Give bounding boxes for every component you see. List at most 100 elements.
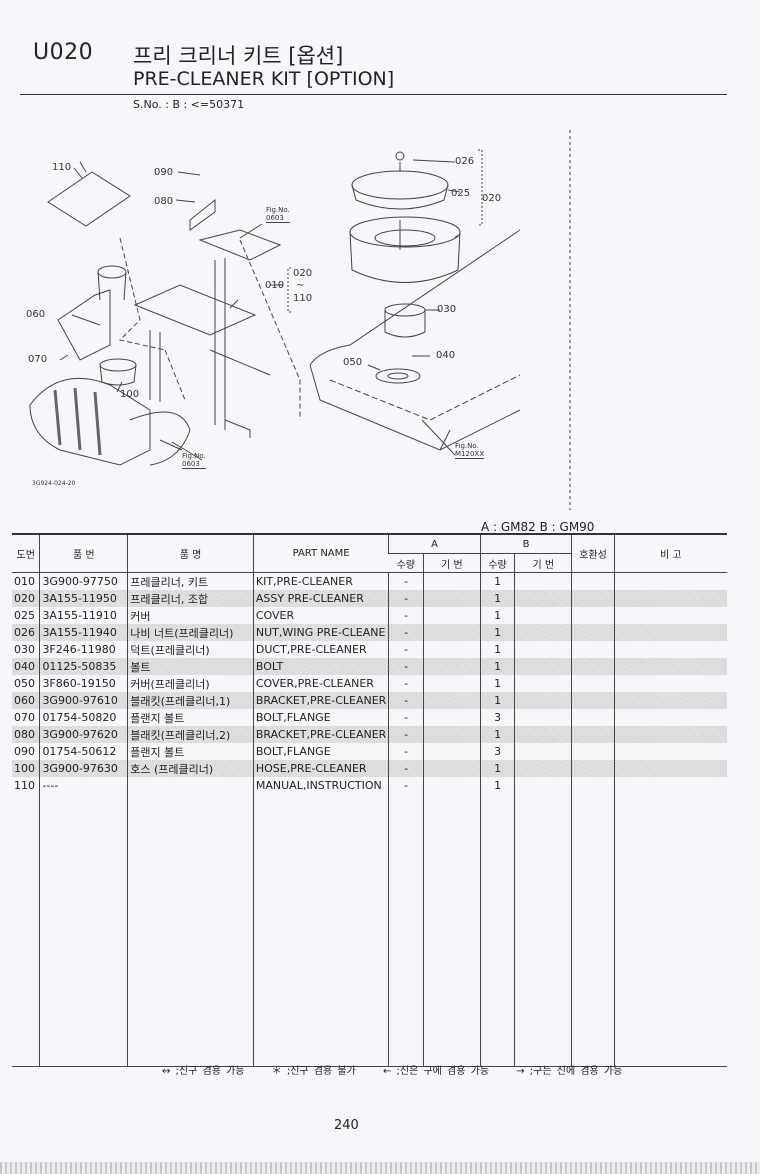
part-no-cell: ---- [39,777,128,794]
qty-a-cell: - [388,607,424,624]
serial-a-cell [422,572,481,590]
header-qty-b: 수량 [479,553,515,573]
header-compat: 호환성 [571,533,615,573]
ref-cell: 050 [14,677,35,690]
compat-cell [571,624,615,641]
part-no-cell: 01125-50835 [39,658,128,675]
empty-cell [479,794,515,1067]
empty-cell [613,794,727,1067]
serial-a-cell [422,590,481,607]
empty-cell [422,794,481,1067]
serial-a-cell [422,641,481,658]
compat-cell [571,572,615,590]
ref-cell: 090 [14,745,35,758]
serial-b-cell [514,692,572,709]
name-ko-cell: 프레클리너, 조합 [127,590,254,607]
serial-a-cell [422,658,481,675]
note-new-fits-old: ← ;신은 구에 겸용 가능 [382,1066,490,1077]
exploded-parts-diagram: 110 090 080 Fig.No.0603 010 020 ~ 110 06… [0,120,760,520]
note-not-interchangeable: ＊ ;신구 겸용 불가 [271,1066,356,1077]
ref-cell: 080 [12,726,40,743]
qty-a-cell: - [388,709,424,726]
compat-cell [571,590,615,607]
ref-cell: 040 [12,658,40,675]
ref-cell: 070 [14,711,35,724]
compat-cell [571,760,615,777]
empty-cell [514,794,572,1067]
serial-a-cell [422,726,481,743]
remarks-cell [613,624,727,641]
callout-050: 050 [343,357,363,368]
serial-b-cell [514,658,572,675]
fig-label: Fig.No. [455,442,479,450]
header-ref: 도번 [12,533,40,573]
name-ko-cell: 블래킷(프레클리너,1) [127,692,254,709]
part-name-cell: BOLT,FLANGE [252,709,389,726]
name-ko-cell: 커버(프레클리너) [127,675,254,692]
name-ko-cell: 볼트 [127,658,254,675]
qty-b-cell: 1 [479,692,515,709]
part-name-cell: BRACKET,PRE-CLEANER [252,726,389,743]
empty-cell [388,794,424,1067]
part-no-cell: 3A155-11910 [39,607,128,624]
compat-cell [571,692,615,709]
part-no-cell: 01754-50820 [39,709,128,726]
serial-b-cell [514,777,572,794]
callout-080: 080 [154,196,174,207]
qty-b-cell: 1 [479,777,515,794]
serial-b-cell [514,590,572,607]
part-no-cell: 3G900-97630 [39,760,128,777]
compat-cell [571,709,615,726]
range-tilde: ~ [296,280,305,291]
name-ko-cell: 커버 [127,607,254,624]
qty-a-cell: - [388,641,424,658]
ref-cell: 060 [12,692,40,709]
empty-cell [127,794,254,1067]
scan-edge [0,1162,760,1174]
remarks-cell [613,709,727,726]
qty-b-cell: 1 [479,726,515,743]
ref-cell: 030 [14,643,35,656]
part-name-cell: KIT,PRE-CLEANER [252,572,389,590]
serial-b-cell [514,760,572,777]
callout-060: 060 [26,309,46,320]
part-name-cell: COVER [252,607,389,624]
serial-b-cell [514,641,572,658]
range-bottom: 110 [293,293,313,304]
note-interchangeable: ↔ ;신구 겸용 가능 [162,1066,245,1077]
name-ko-cell: 덕트(프레클리너) [127,641,254,658]
qty-a-cell: - [388,777,424,794]
part-name-cell: COVER,PRE-CLEANER [252,675,389,692]
qty-a-cell: - [388,590,424,607]
remarks-cell [613,777,727,794]
callout-040: 040 [436,350,456,361]
compatibility-legend: ↔ ;신구 겸용 가능 ＊ ;신구 겸용 불가 ← ;신은 구에 겸용 가능 →… [162,1062,644,1077]
qty-b-cell: 1 [479,572,515,590]
fig-number: M120XX [455,450,484,458]
name-ko-cell: 플랜지 볼트 [127,743,254,760]
header-group-a: A [388,533,481,554]
serial-b-cell [514,726,572,743]
fig-label: Fig.No. [266,206,290,214]
ref-cell: 026 [12,624,40,641]
ref-cell: 010 [14,575,35,588]
header-qty-a: 수량 [388,553,424,573]
serial-a-cell [422,675,481,692]
callout-020: 020 [482,193,502,204]
fig-ref-0603-bottom: Fig.No.0603 [182,452,206,469]
serial-b-cell [514,675,572,692]
part-name-cell: DUCT,PRE-CLEANER [252,641,389,658]
serial-b-cell [514,572,572,590]
remarks-cell [613,675,727,692]
compat-cell [571,658,615,675]
callout-100: 100 [120,389,140,400]
fig-number: 0603 [182,460,200,468]
